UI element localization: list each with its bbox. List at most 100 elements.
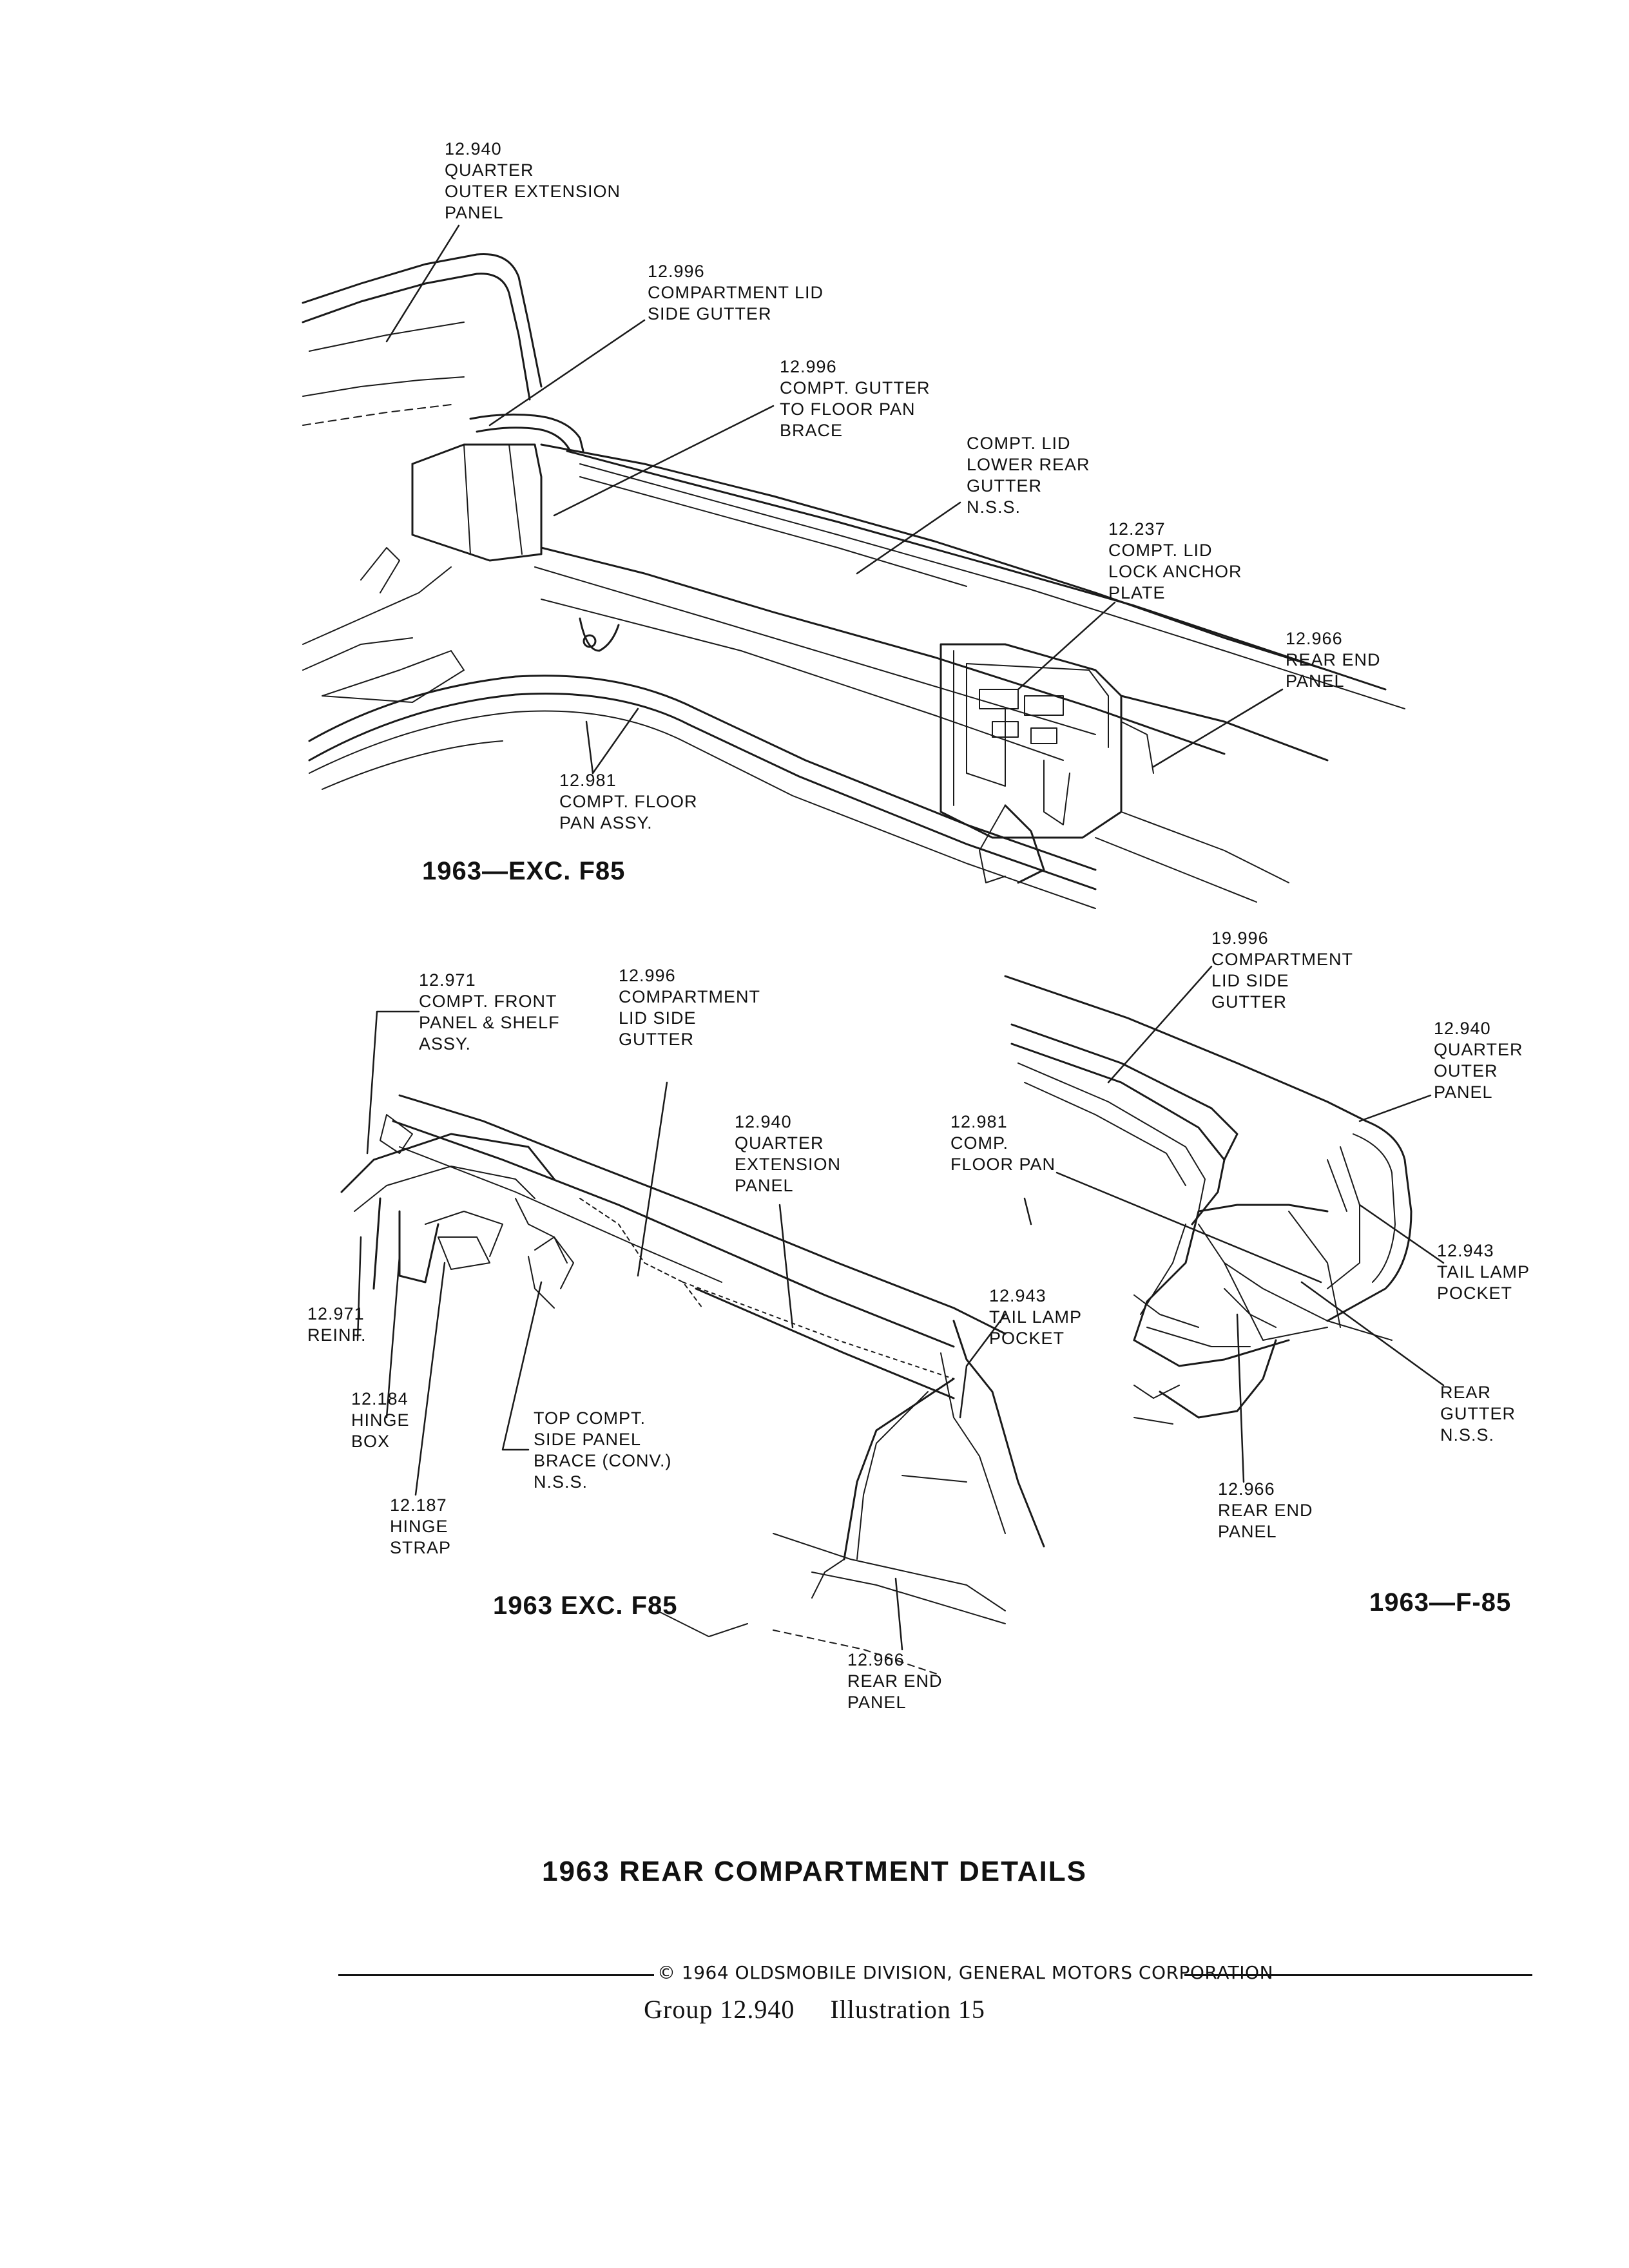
label-comp-floor-pan: 12.981 COMP. FLOOR PAN — [950, 1111, 1055, 1175]
label-line: STRAP — [390, 1538, 452, 1557]
copyright-notice: © 1964 OLDSMOBILE DIVISION, GENERAL MOTO… — [657, 1962, 1274, 1983]
label-line: PANEL — [445, 203, 504, 222]
label-line: OUTER — [1434, 1061, 1498, 1081]
label-line: BOX — [351, 1432, 390, 1451]
label-lid-lower-rear-gutter: COMPT. LID LOWER REAR GUTTER N.S.S. — [967, 433, 1090, 518]
page-title: 1963 REAR COMPARTMENT DETAILS — [541, 1856, 1087, 1887]
label-line: PLATE — [1108, 583, 1166, 602]
label-line: COMPT. LID — [967, 434, 1071, 453]
label-rear-end-panel-left: 12.966 REAR END PANEL — [847, 1649, 943, 1713]
label-top-side-panel-brace: TOP COMPT. SIDE PANEL BRACE (CONV.) N.S.… — [534, 1408, 672, 1493]
label-line: EXTENSION — [735, 1155, 842, 1174]
illustration-number: Illustration 15 — [830, 1995, 985, 2024]
label-line: PAN ASSY. — [559, 813, 653, 832]
label-line: POCKET — [989, 1329, 1065, 1348]
label-line: REAR END — [847, 1671, 943, 1691]
top-diagram-leaders — [385, 224, 1284, 774]
label-line: 12.971 — [419, 970, 476, 990]
label-hinge-box: 12.184 HINGE BOX — [351, 1389, 410, 1452]
label-line: LOCK ANCHOR — [1108, 562, 1242, 581]
label-line: COMPARTMENT LID — [648, 283, 824, 302]
label-line: COMPARTMENT — [619, 987, 760, 1006]
label-line: LID SIDE — [619, 1008, 697, 1028]
label-line: QUARTER — [735, 1133, 824, 1153]
label-line: LOWER REAR — [967, 455, 1090, 474]
label-line: COMPT. GUTTER — [780, 378, 930, 398]
caption-left-diagram: 1963 EXC. F85 — [493, 1591, 678, 1620]
label-rear-end-panel-right: 12.966 REAR END PANEL — [1218, 1479, 1313, 1542]
right-diagram-drawing — [1004, 975, 1412, 1425]
label-rear-gutter: REAR GUTTER N.S.S. — [1440, 1382, 1516, 1446]
label-line: REINF. — [307, 1325, 367, 1345]
label-line: N.S.S. — [967, 497, 1021, 517]
label-line: 12.996 — [648, 262, 705, 281]
label-line: BRACE (CONV.) — [534, 1451, 672, 1470]
label-line: 12.966 — [1286, 629, 1343, 648]
label-line: 12.981 — [950, 1112, 1008, 1131]
label-compartment-floor-pan-assy: 12.981 COMPT. FLOOR PAN ASSY. — [559, 770, 698, 834]
label-line: 12.940 — [735, 1112, 792, 1131]
label-quarter-outer-panel: 12.940 QUARTER OUTER PANEL — [1434, 1018, 1523, 1103]
label-line: REAR — [1440, 1383, 1492, 1402]
label-line: SIDE PANEL — [534, 1430, 642, 1449]
label-front-panel-shelf-assy: 12.971 COMPT. FRONT PANEL & SHELF ASSY. — [419, 970, 560, 1055]
label-lid-lock-anchor-plate: 12.237 COMPT. LID LOCK ANCHOR PLATE — [1108, 519, 1242, 604]
label-line: QUARTER — [1434, 1040, 1523, 1059]
label-line: PANEL — [847, 1693, 907, 1712]
left-diagram-leaders — [356, 1010, 1007, 1651]
label-line: 12.184 — [351, 1389, 409, 1408]
label-line: POCKET — [1437, 1283, 1513, 1303]
label-line: PANEL — [1218, 1522, 1277, 1541]
label-compartment-lid-side-gutter-right: 19.996 COMPARTMENT LID SIDE GUTTER — [1211, 928, 1353, 1013]
label-tail-lamp-pocket-left: 12.943 TAIL LAMP POCKET — [989, 1285, 1082, 1349]
label-line: COMP. — [950, 1133, 1009, 1153]
label-reinf: 12.971 REINF. — [307, 1303, 367, 1346]
caption-right-diagram: 1963—F-85 — [1369, 1588, 1512, 1617]
label-line: 12.943 — [1437, 1241, 1494, 1260]
label-line: HINGE — [390, 1517, 448, 1536]
label-line: ASSY. — [419, 1034, 472, 1053]
group-illustration-line: Group 12.940 Illustration 15 — [0, 1994, 1629, 2024]
label-line: PANEL — [1434, 1082, 1493, 1102]
label-line: COMPARTMENT — [1211, 950, 1353, 969]
label-line: GUTTER — [619, 1030, 694, 1049]
left-diagram-drawing — [340, 1094, 1045, 1676]
label-line: 19.996 — [1211, 928, 1269, 948]
label-line: 12.237 — [1108, 519, 1166, 539]
label-line: 12.187 — [390, 1495, 447, 1515]
label-line: TAIL LAMP — [989, 1307, 1083, 1327]
group-number: Group 12.940 — [644, 1995, 795, 2024]
label-quarter-extension-panel: 12.940 QUARTER EXTENSION PANEL — [735, 1111, 841, 1196]
label-line: N.S.S. — [534, 1472, 588, 1492]
label-line: PANEL — [735, 1176, 794, 1195]
label-line: REAR END — [1218, 1501, 1313, 1520]
top-diagram-drawing — [302, 253, 1405, 909]
label-line: N.S.S. — [1440, 1425, 1495, 1445]
left-rule — [338, 1974, 654, 1976]
label-line: GUTTER — [1211, 992, 1287, 1012]
label-line: 12.943 — [989, 1286, 1046, 1305]
right-rule — [1184, 1974, 1532, 1976]
right-diagram-leaders — [1023, 965, 1445, 1483]
label-quarter-outer-extension-panel: 12.940 QUARTER OUTER EXTENSION PANEL — [445, 139, 621, 224]
label-hinge-strap: 12.187 HINGE STRAP — [390, 1495, 451, 1559]
label-line: PANEL — [1286, 671, 1345, 691]
label-line: FLOOR PAN — [950, 1155, 1056, 1174]
label-compartment-lid-side-gutter-left: 12.996 COMPARTMENT LID SIDE GUTTER — [619, 965, 760, 1050]
label-line: QUARTER — [445, 160, 534, 180]
label-line: OUTER EXTENSION — [445, 182, 621, 201]
label-line: 12.996 — [780, 357, 837, 376]
label-line: 12.981 — [559, 771, 617, 790]
label-rear-end-panel-top: 12.966 REAR END PANEL — [1286, 628, 1381, 692]
label-gutter-to-floor-pan-brace: 12.996 COMPT. GUTTER TO FLOOR PAN BRACE — [780, 356, 930, 441]
label-line: 12.940 — [445, 139, 502, 159]
label-line: GUTTER — [1440, 1404, 1516, 1423]
label-line: HINGE — [351, 1410, 410, 1430]
label-line: COMPT. FRONT — [419, 992, 557, 1011]
label-line: 12.966 — [1218, 1479, 1275, 1499]
label-line: COMPT. LID — [1108, 541, 1213, 560]
label-line: 12.940 — [1434, 1019, 1491, 1038]
label-tail-lamp-pocket-right: 12.943 TAIL LAMP POCKET — [1437, 1240, 1530, 1304]
label-line: SIDE GUTTER — [648, 304, 772, 323]
